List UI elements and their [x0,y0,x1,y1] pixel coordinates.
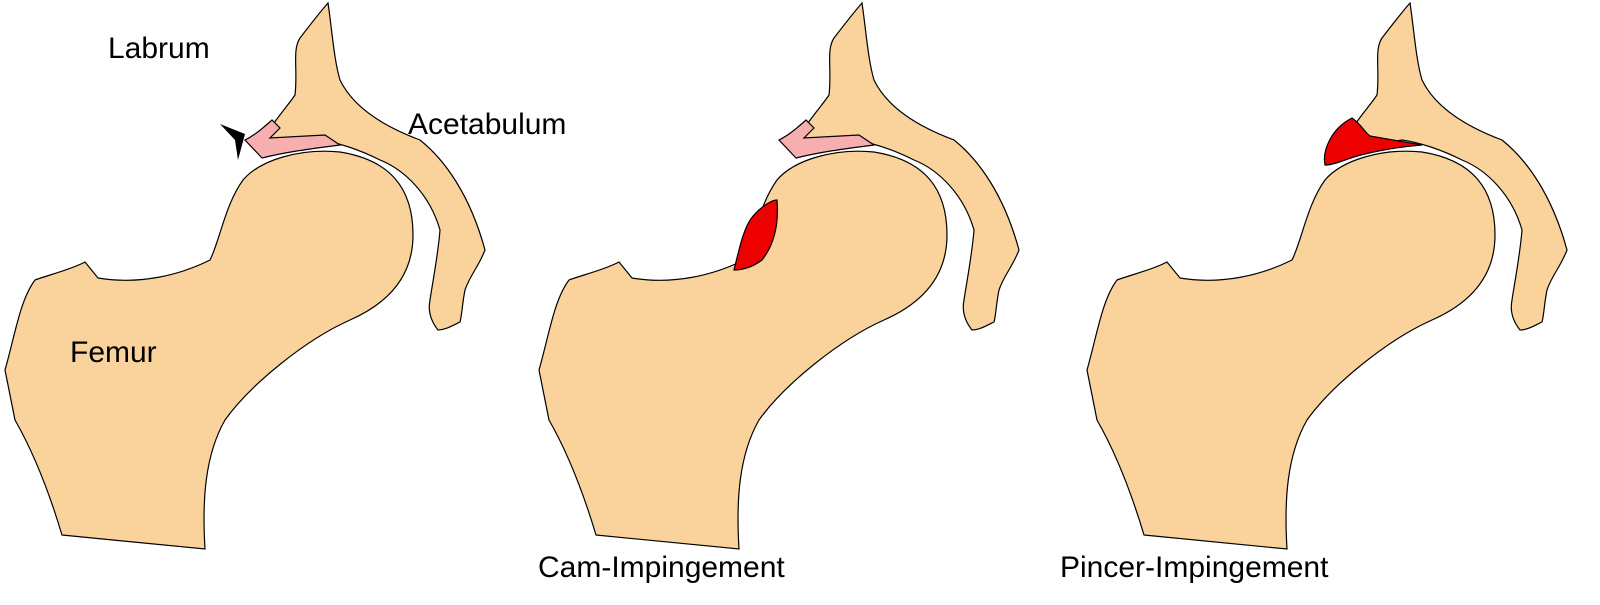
pincer-impingement-caption: Pincer-Impingement [1060,551,1329,584]
panel-pincer-impingement [1086,2,1568,550]
labrum-label: Labrum [108,32,210,65]
femur-bone [538,150,948,550]
pincer-lesion [1323,117,1423,166]
femur-bone [1086,150,1496,550]
femur-bone [4,150,414,550]
cam-impingement-caption: Cam-Impingement [538,551,785,584]
acetabulum-label: Acetabulum [408,108,566,141]
panel-normal-hip: Labrum Acetabulum Femur [4,2,566,550]
cam-lesion [733,199,779,271]
femur-label: Femur [70,336,157,369]
panel-cam-impingement [538,2,1020,550]
arrowhead-icon [220,124,245,160]
